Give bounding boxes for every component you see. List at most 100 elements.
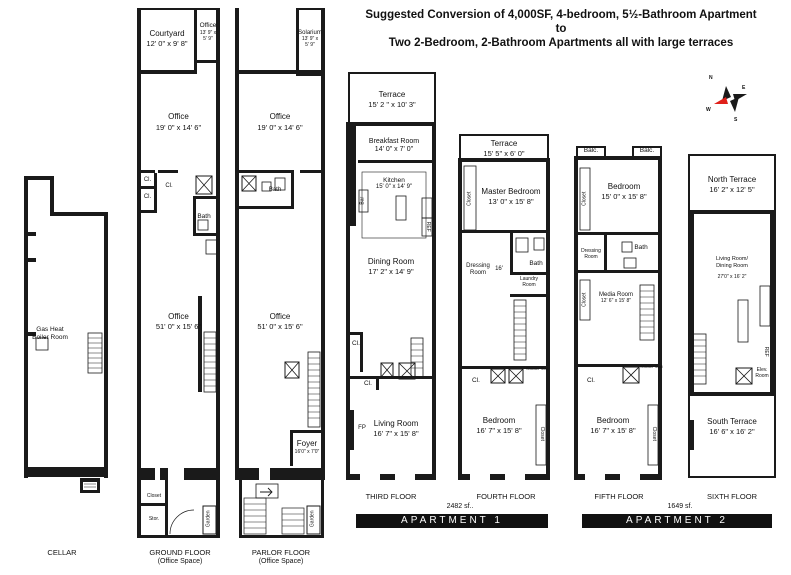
fourth-cl: Cl. xyxy=(472,377,480,384)
fifth-media-dim: 12' 6" x 15' 8" xyxy=(600,298,632,304)
title-line-1: Suggested Conversion of 4,000SF, 4-bedro… xyxy=(365,9,757,21)
fifth-bedroom-name: Bedroom xyxy=(596,416,630,425)
fifth-closet-2: Closet xyxy=(581,292,588,307)
third-kitchen-name: Kitchen xyxy=(383,177,405,184)
third-cl-1: Cl. xyxy=(352,340,360,347)
parlor-floor-plan xyxy=(235,8,325,538)
cellar-boiler-name: Gas Heat xyxy=(36,326,64,333)
sixth-south-dim: 16' 6" x 16' 2" xyxy=(709,427,755,436)
fourth-terrace-dim: 15' 5" x 6' 0" xyxy=(483,149,525,158)
third-breakfast-dim: 14' 0" x 7' 0" xyxy=(374,146,414,153)
parlor-office-top-dim: 19' 0" x 14' 6" xyxy=(257,123,303,132)
title-line-2: to xyxy=(555,23,567,35)
fifth-bedroom-dim: 16' 7" x 15' 8" xyxy=(590,426,636,435)
fifth-balc-1: Balc. xyxy=(583,147,599,154)
fourth-dressing-2: Room xyxy=(469,270,486,276)
third-ref: REF xyxy=(424,221,431,232)
apt1-square-feet: 2482 sf.. xyxy=(446,503,474,510)
fourth-laundry-2: Room xyxy=(522,282,536,288)
compass-e: E xyxy=(742,85,746,91)
fifth-balc-2: Balc. xyxy=(639,147,655,154)
sixth-floor-plan xyxy=(688,154,776,478)
fifth-bath: Bath xyxy=(634,244,648,251)
fifth-closet-1: Closet xyxy=(581,191,588,206)
fourth-master-dim: 13' 0" x 15' 8" xyxy=(488,197,534,206)
sixth-ref: REF xyxy=(762,346,769,357)
sixth-living-dim: 27'0" x 16' 2" xyxy=(717,274,747,280)
ground-courtyard-dim: 12' 0" x 9' 8" xyxy=(146,39,188,48)
third-dining-dim: 17' 2" x 14' 9" xyxy=(368,267,414,276)
ground-floor-plan xyxy=(137,8,220,538)
ground-office-top-dim: 19' 0" x 14' 6" xyxy=(155,123,202,132)
fifth-shower: Shower Stall xyxy=(640,364,663,369)
third-cl-2: Cl. xyxy=(364,380,372,387)
title-line-3: Two 2-Bedroom, 2-Bathroom Apartments all… xyxy=(388,37,734,49)
fifth-closet-3: Closet xyxy=(650,426,657,441)
ground-sublabel: (Office Space) xyxy=(157,558,203,565)
fourth-label: FOURTH FLOOR xyxy=(476,492,536,501)
fourth-dim-16: 16' xyxy=(495,266,503,272)
ground-office-main-name: Office xyxy=(168,312,189,321)
sixth-elev-1: Elev. xyxy=(756,367,768,373)
fifth-floor-plan xyxy=(574,146,662,480)
parlor-foyer-name: Foyer xyxy=(296,439,318,448)
parlor-office-main-dim: 51' 0" x 15' 6" xyxy=(257,322,303,331)
ground-courtyard-name: Courtyard xyxy=(149,29,185,38)
fifth-bedroom-top-name: Bedroom xyxy=(607,182,641,191)
parlor-solarium-name: Solarium xyxy=(298,30,322,36)
parlor-office-top-name: Office xyxy=(269,112,291,121)
ground-cl-2: Cl. xyxy=(165,183,173,189)
parlor-foyer-dim: 16'0" x 7'0" xyxy=(294,449,320,455)
fourth-bedroom-dim: 16' 7" x 15' 8" xyxy=(476,426,522,435)
cellar-plan xyxy=(24,176,108,493)
ground-stor: Stor. xyxy=(148,516,160,522)
ground-office-small-dim1: 13' 9" x xyxy=(199,30,217,36)
sixth-south-name: South Terrace xyxy=(707,417,757,426)
parlor-label: PARLOR FLOOR xyxy=(251,548,311,557)
sixth-north-name: North Terrace xyxy=(707,175,757,184)
ground-office-small-name: Office xyxy=(199,22,217,29)
ground-cl-1: Cl. xyxy=(143,177,152,183)
fourth-master-name: Master Bedroom xyxy=(481,187,541,196)
compass-s: S xyxy=(734,117,738,123)
third-bar: Bar xyxy=(359,196,366,205)
sixth-living-1: Living Room/ xyxy=(715,256,749,262)
parlor-solarium-dim2: 5' 9" xyxy=(305,42,315,48)
third-breakfast-name: Breakfast Room xyxy=(368,138,420,145)
fourth-shower: Shower Stall xyxy=(526,366,549,371)
ground-bath: Bath xyxy=(197,213,211,220)
fifth-cl: Cl. xyxy=(587,377,595,384)
parlor-bath: Bath xyxy=(268,187,282,193)
third-dining-name: Dining Room xyxy=(367,257,415,266)
compass-rose xyxy=(714,86,747,112)
sixth-elev-2: Room xyxy=(755,373,769,379)
ground-cl-3: Cl. xyxy=(143,194,152,200)
ground-office-main-dim: 51' 0" x 15' 6" xyxy=(155,322,202,331)
fifth-dressing-1: Dressing xyxy=(581,248,601,254)
third-fp: FP xyxy=(358,425,366,431)
sixth-living-2: Dining Room xyxy=(716,263,748,269)
fourth-laundry-1: Laundry xyxy=(519,276,539,282)
apt2-square-feet: 1649 sf. xyxy=(667,503,693,510)
third-living-name: Living Room xyxy=(373,419,419,428)
fourth-bedroom-name: Bedroom xyxy=(482,416,516,425)
fifth-label: FIFTH FLOOR xyxy=(594,492,644,501)
ground-label: GROUND FLOOR xyxy=(149,548,211,557)
sixth-north-dim: 16' 2" x 12' 5" xyxy=(709,185,755,194)
fourth-terrace-name: Terrace xyxy=(490,139,518,148)
fourth-dressing-1: Dressing xyxy=(466,263,490,269)
ground-office-top-name: Office xyxy=(168,112,189,121)
apartment-1-bar: APARTMENT 1 xyxy=(356,514,548,528)
apartment-2-bar: APARTMENT 2 xyxy=(582,514,772,528)
third-kitchen-dim: 15' 0" x 14' 9" xyxy=(375,184,413,190)
fifth-bedroom-top-dim: 15' 0" x 15' 8" xyxy=(601,192,647,201)
third-living-dim: 16' 7" x 15' 8" xyxy=(373,429,419,438)
parlor-garden: Garden xyxy=(309,510,316,528)
cellar-label: CELLAR xyxy=(47,548,77,557)
parlor-solarium-dim1: 13' 9" x xyxy=(301,36,319,42)
ground-garden: Garden xyxy=(205,510,212,528)
fifth-dressing-2: Room xyxy=(584,254,598,260)
fifth-media-name: Media Room xyxy=(598,292,633,298)
ground-closet: Closet xyxy=(146,493,162,499)
